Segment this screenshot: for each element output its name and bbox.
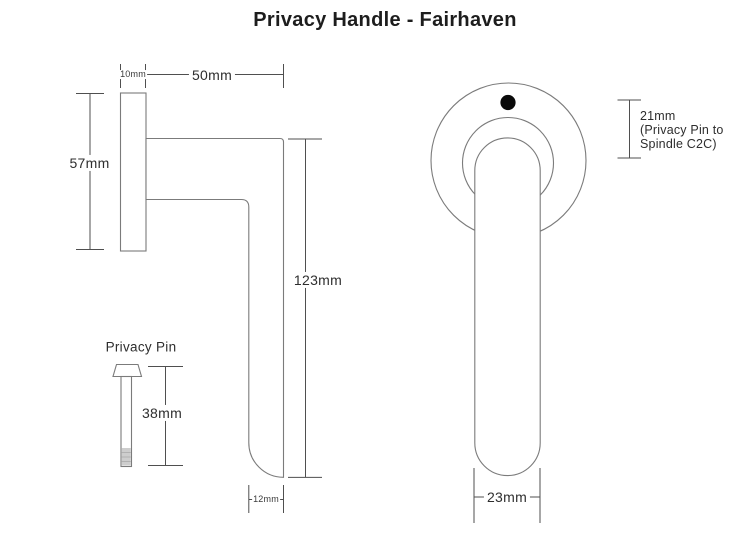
dim-label-21mm-note-line2: Spindle C2C) (640, 137, 717, 151)
dim-label-12mm: 12mm (252, 493, 280, 505)
front-view-handle-lever (474, 137, 541, 477)
dim-57mm-lines (76, 93, 104, 250)
privacy-pin-head (112, 363, 143, 378)
dim-label-123mm: 123mm (290, 271, 346, 289)
dim-21mm-lines (617, 99, 641, 159)
front-view-privacy-pin-dot (500, 94, 516, 111)
side-view-handle-profile (145, 137, 285, 478)
page-title: Privacy Handle - Fairhaven (253, 9, 517, 31)
dimension-lines (76, 64, 641, 523)
dim-label-10mm: 10mm (119, 68, 147, 80)
privacy-pin-label: Privacy Pin (105, 339, 177, 355)
dim-label-57mm: 57mm (66, 154, 113, 172)
side-view-rose-plate (119, 92, 147, 252)
dim-label-23mm: 23mm (483, 488, 531, 506)
part-outlines (112, 82, 587, 478)
dim-123mm-lines (288, 138, 322, 478)
dim-label-21mm: 21mm (640, 109, 676, 123)
dim-label-21mm-note: 21mm (Privacy Pin to Spindle C2C) (640, 109, 724, 151)
privacy-pin-shaft (120, 375, 133, 468)
dim-label-50mm: 50mm (188, 66, 236, 83)
dim-label-21mm-note-line1: (Privacy Pin to (640, 123, 724, 137)
dim-label-38mm: 38mm (138, 404, 186, 422)
privacy-pin-thread-lines (121, 452, 131, 462)
